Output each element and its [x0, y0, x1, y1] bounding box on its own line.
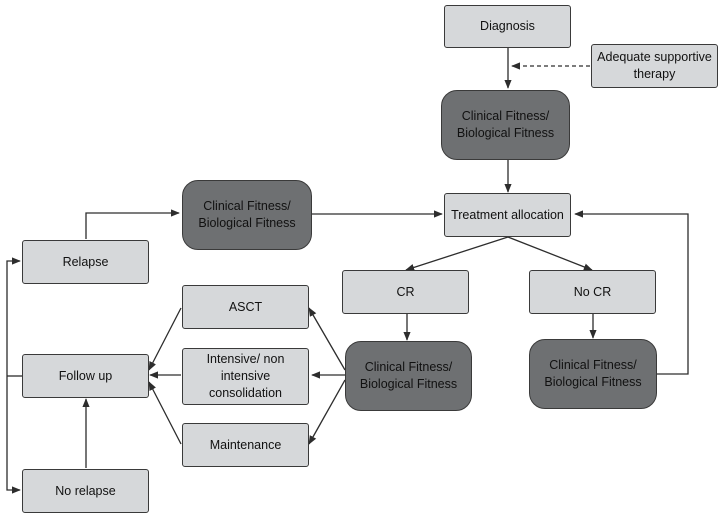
arrow-no-cr-fitness-to-allocation: [574, 210, 689, 375]
arrow-maintenance-to-follow-up: [148, 381, 182, 445]
arrow-allocation-to-no-cr: [507, 236, 593, 271]
arrow-relapse-to-fitness: [85, 209, 180, 239]
supportive-therapy-node: Adequate supportive therapy: [591, 44, 718, 88]
arrow-allocation-to-cr: [405, 236, 509, 271]
arrow-to-relapse: [6, 257, 21, 376]
treatment-allocation-node: Treatment allocation: [444, 193, 571, 237]
arrow-asct-to-follow-up: [148, 307, 182, 371]
diagnosis-node: Diagnosis: [444, 5, 571, 48]
relapse-node: Relapse: [22, 240, 149, 284]
arrow-fitness-to-asct: [308, 307, 346, 371]
fitness-node-cr: Clinical Fitness/ Biological Fitness: [345, 341, 472, 411]
no-relapse-node: No relapse: [22, 469, 149, 513]
maintenance-node: Maintenance: [182, 423, 309, 467]
cr-node: CR: [342, 270, 469, 314]
fitness-node-no-cr: Clinical Fitness/ Biological Fitness: [529, 339, 657, 409]
arrow-to-no-relapse: [6, 376, 21, 494]
arrow-fitness-to-maintenance: [308, 379, 346, 445]
fitness-node-top: Clinical Fitness/ Biological Fitness: [441, 90, 570, 160]
no-cr-node: No CR: [529, 270, 656, 314]
asct-node: ASCT: [182, 285, 309, 329]
consolidation-node: Intensive/ non intensive consolidation: [182, 348, 309, 405]
fitness-node-relapse: Clinical Fitness/ Biological Fitness: [182, 180, 312, 250]
follow-up-node: Follow up: [22, 354, 149, 398]
